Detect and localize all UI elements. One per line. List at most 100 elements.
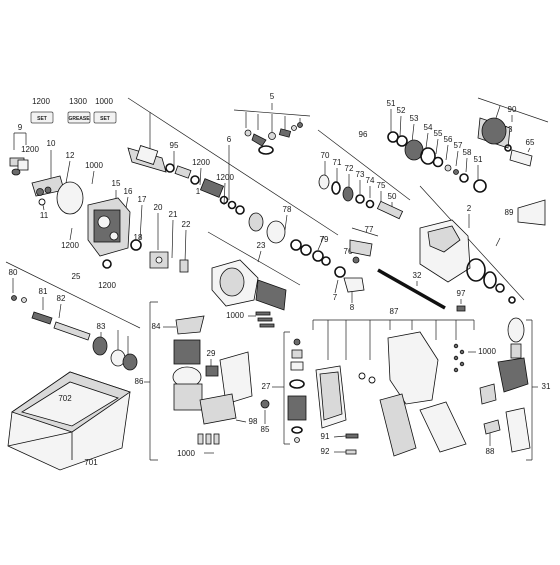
part-label: 74 bbox=[366, 176, 375, 185]
part-group-25: 80 25 81 82 83 bbox=[5, 261, 141, 371]
part-group-31: 31 88 bbox=[479, 317, 551, 461]
part-label: 79 bbox=[320, 235, 329, 244]
part-label: 8 bbox=[350, 303, 355, 312]
part-label: 51 bbox=[474, 155, 483, 164]
part-label: 57 bbox=[454, 141, 463, 150]
badge-text: SET bbox=[100, 116, 110, 122]
part-label: 98 bbox=[249, 417, 258, 426]
part-label: 1000 bbox=[85, 161, 103, 170]
part-label: 89 bbox=[505, 208, 514, 217]
part-label: 21 bbox=[169, 210, 178, 219]
badge-1300-grease: 1300 GREASE bbox=[67, 97, 91, 124]
part-label: 6 bbox=[227, 135, 232, 144]
part-label: 29 bbox=[207, 349, 216, 358]
part-group-32: 32 97 bbox=[377, 268, 466, 312]
part-label: 16 bbox=[124, 187, 133, 196]
part-label: 82 bbox=[57, 294, 66, 303]
part-label: 72 bbox=[345, 164, 354, 173]
badge-number: 1000 bbox=[95, 97, 113, 106]
part-label: 23 bbox=[257, 241, 266, 250]
part-group-90: 90 63 65 bbox=[477, 97, 549, 167]
part-label: 5 bbox=[270, 92, 275, 101]
part-label: 96 bbox=[359, 130, 368, 139]
part-label: 1200 bbox=[21, 145, 39, 154]
part-label: 701 bbox=[84, 458, 98, 467]
part-group-15-22: 15 16 17 18 20 21 22 1200 bbox=[87, 179, 191, 290]
part-label: 2 bbox=[467, 204, 472, 213]
part-label: 25 bbox=[72, 272, 81, 281]
part-label: 86 bbox=[135, 377, 144, 386]
part-label: 1000 bbox=[177, 449, 195, 458]
part-label: 88 bbox=[486, 447, 495, 456]
part-group-9: 9 1200 bbox=[9, 123, 39, 176]
part-label: 1200 bbox=[216, 173, 234, 182]
part-label: 53 bbox=[410, 114, 419, 123]
part-label: 91 bbox=[321, 432, 330, 441]
badge-text: GREASE bbox=[68, 116, 90, 122]
part-label: 58 bbox=[463, 148, 472, 157]
part-label: 1200 bbox=[192, 158, 210, 167]
badge-1200-set: 1200 SET bbox=[30, 97, 54, 124]
part-label: 15 bbox=[112, 179, 121, 188]
part-label: 17 bbox=[138, 195, 147, 204]
part-label: 78 bbox=[283, 205, 292, 214]
part-group-51-58: 51 52 53 54 55 56 57 58 51 bbox=[387, 99, 487, 193]
part-label: 52 bbox=[397, 106, 406, 115]
part-label: 31 bbox=[542, 382, 551, 391]
part-label: 22 bbox=[182, 220, 191, 229]
part-group-10-12: 10 12 1000 11 1200 bbox=[31, 139, 103, 250]
part-label: 10 bbox=[47, 139, 56, 148]
part-group-70-75: 96 70 71 72 73 74 75 50 bbox=[317, 129, 411, 220]
part-label: 84 bbox=[152, 322, 161, 331]
part-group-2: 2 89 bbox=[419, 185, 546, 304]
part-label: 73 bbox=[356, 170, 365, 179]
part-label: 97 bbox=[457, 289, 466, 298]
part-group-5: 5 bbox=[233, 92, 311, 155]
part-label: 76 bbox=[344, 247, 353, 256]
part-label: 56 bbox=[444, 135, 453, 144]
part-label: 1000 bbox=[478, 347, 496, 356]
part-group-motor: 86 84 29 98 85 1000 1000 bbox=[135, 301, 275, 461]
part-label: 85 bbox=[261, 425, 270, 434]
part-label: 51 bbox=[387, 99, 396, 108]
part-label: 54 bbox=[424, 123, 433, 132]
part-label: 81 bbox=[39, 287, 48, 296]
part-label: 11 bbox=[40, 211, 49, 220]
part-label: 83 bbox=[97, 322, 106, 331]
part-label: 55 bbox=[434, 129, 443, 138]
part-label: 20 bbox=[154, 203, 163, 212]
part-label: 7 bbox=[333, 293, 338, 302]
part-label: 1200 bbox=[61, 241, 79, 250]
badge-number: 1300 bbox=[69, 97, 87, 106]
part-label: 50 bbox=[388, 192, 397, 201]
part-label: 75 bbox=[377, 181, 386, 190]
part-group-23: 23 bbox=[207, 231, 301, 311]
part-group-76-77: 77 76 7 8 bbox=[333, 225, 379, 312]
part-label: 1000 bbox=[226, 311, 244, 320]
part-label: 32 bbox=[413, 271, 422, 280]
part-label: 87 bbox=[390, 307, 399, 316]
part-label: 12 bbox=[66, 151, 75, 160]
part-label: 27 bbox=[262, 382, 271, 391]
part-group-case: 702 701 bbox=[7, 371, 131, 471]
part-label: 1 bbox=[196, 187, 201, 196]
part-group-1-6-95: 95 1200 6 1 1200 78 79 bbox=[127, 97, 339, 266]
part-label: 702 bbox=[58, 394, 72, 403]
part-group-27: 27 bbox=[262, 331, 307, 445]
part-label: 80 bbox=[9, 268, 18, 277]
part-label: 1200 bbox=[98, 281, 116, 290]
badge-text: SET bbox=[37, 116, 47, 122]
part-label: 92 bbox=[321, 447, 330, 456]
part-label: 18 bbox=[134, 233, 143, 242]
part-label: 9 bbox=[18, 123, 23, 132]
part-label: 65 bbox=[526, 138, 535, 147]
badge-number: 1200 bbox=[32, 97, 50, 106]
part-label: 95 bbox=[170, 141, 179, 150]
part-group-87: 87 1000 91 92 bbox=[312, 307, 496, 457]
badge-1000-set: 1000 SET bbox=[93, 97, 117, 124]
part-label: 77 bbox=[365, 225, 374, 234]
part-label: 71 bbox=[333, 158, 342, 167]
part-label: 70 bbox=[321, 151, 330, 160]
